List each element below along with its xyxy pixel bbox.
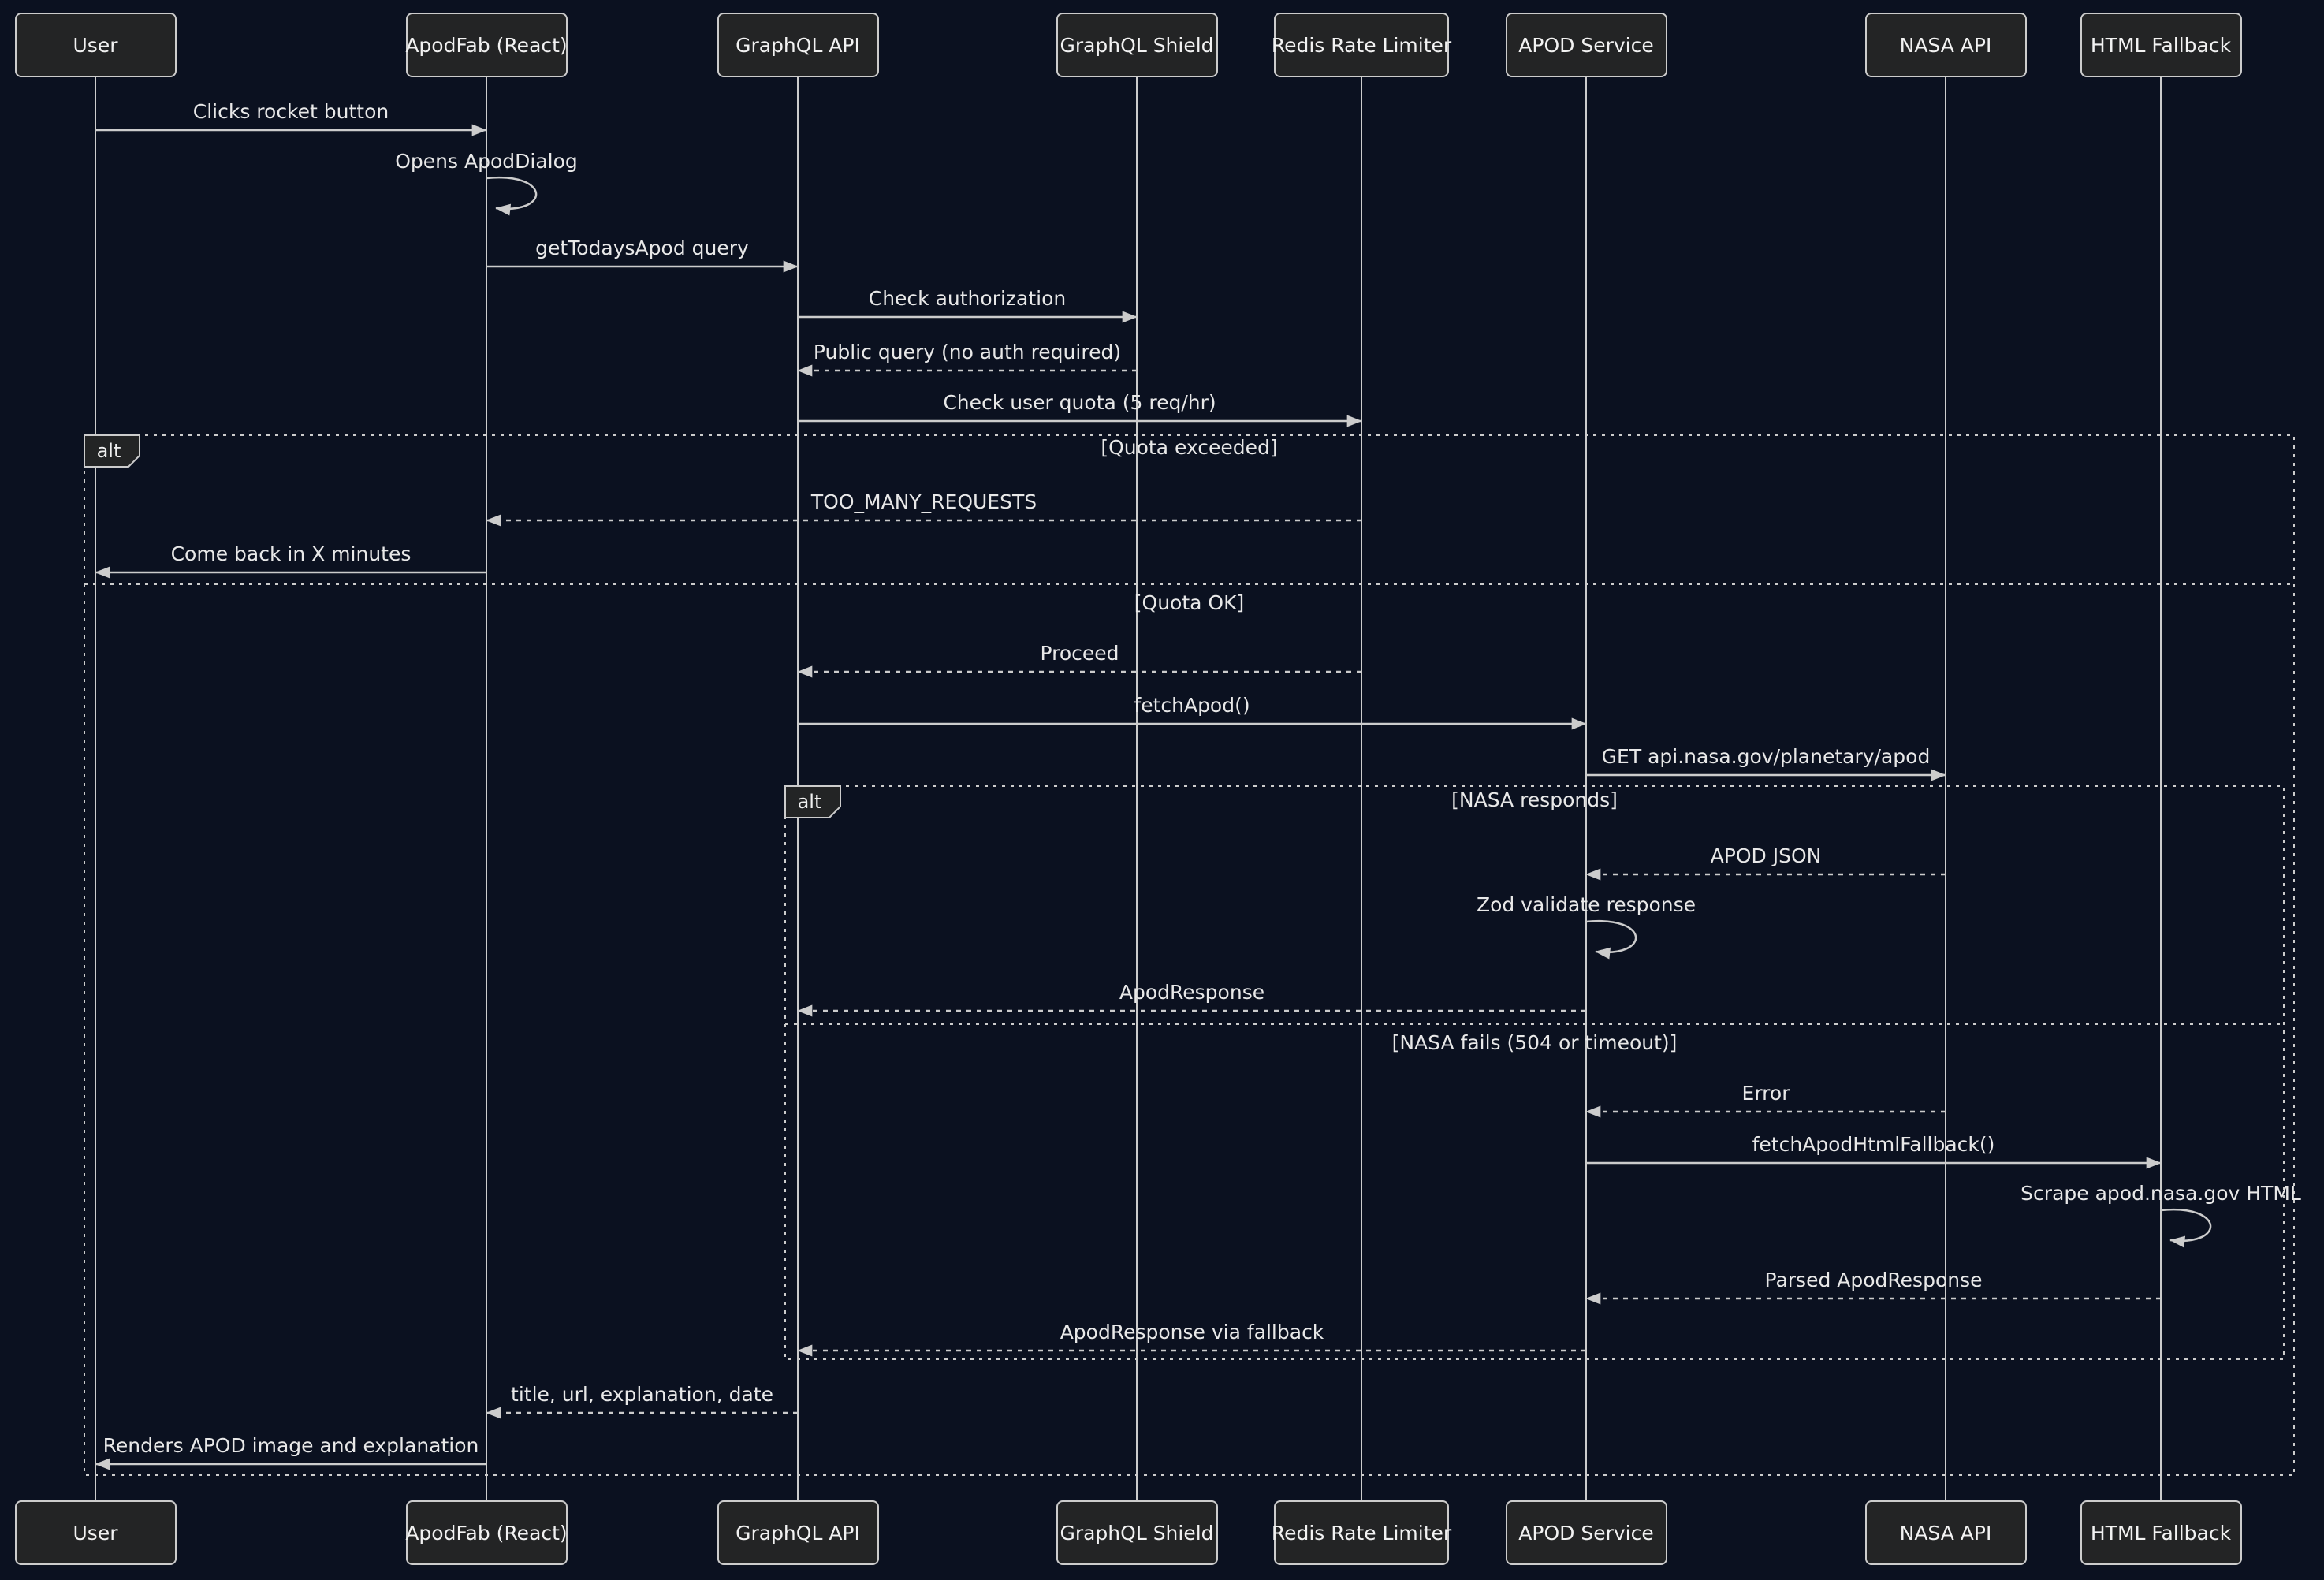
alt-frame-0-tab [84,434,140,468]
alt-frame-1-tab [784,785,841,818]
alt-frame-1 [784,785,2285,1360]
self-message-16-arrow [2160,1208,2212,1248]
self-message-1-arrow [486,176,538,216]
alt-frame-0 [84,434,2295,1476]
self-message-12-arrow [1585,919,1637,960]
